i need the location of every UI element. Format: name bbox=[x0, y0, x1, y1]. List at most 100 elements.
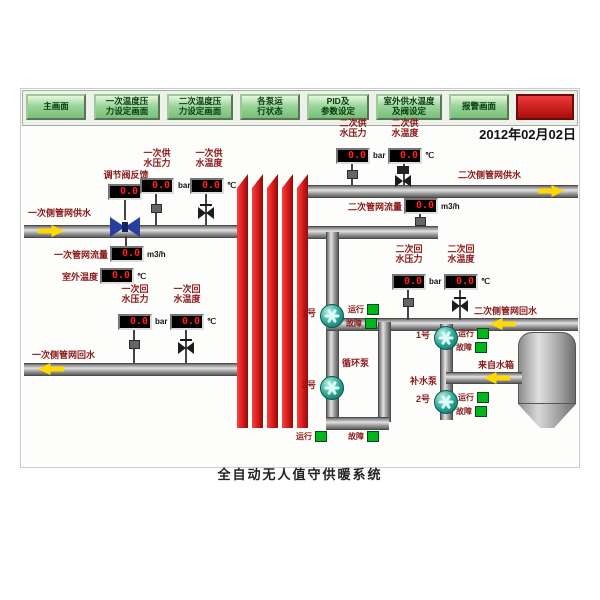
manual-valve-icon bbox=[452, 300, 468, 312]
toolbar-button-primary-settings[interactable]: 一次温度压 力设定画面 bbox=[94, 94, 160, 120]
heat-exchanger-plate bbox=[282, 174, 293, 428]
circulation-group-label: 循环泵 bbox=[342, 358, 370, 368]
label-primary-supply: 一次侧管网供水 bbox=[28, 208, 92, 218]
valve-feedback-display: 0.0 bbox=[108, 184, 142, 200]
pressure-sensor-icon bbox=[347, 170, 358, 179]
outdoor-temp-label: 室外温度 bbox=[62, 272, 99, 282]
primary-return-temp-label: 一次回 水温度 bbox=[173, 284, 201, 305]
manual-valve-icon bbox=[178, 342, 194, 354]
secondary-return-pressure-label: 二次回 水压力 bbox=[395, 244, 423, 265]
run-led bbox=[477, 328, 489, 339]
run-label: 运行 bbox=[458, 329, 474, 338]
water-tank-body bbox=[518, 332, 576, 404]
secondary-return-pressure-display: 0.0 bbox=[392, 274, 426, 290]
primary-return-pressure-label: 一次回 水压力 bbox=[121, 284, 149, 305]
secondary-supply-temp-label: 二次供 水温度 bbox=[391, 118, 419, 139]
heat-exchanger-plate bbox=[252, 174, 263, 428]
secondary-flow-label: 二次管网流量 bbox=[348, 202, 403, 212]
toolbar-button-main[interactable]: 主画面 bbox=[26, 94, 86, 120]
circulation-pump-1-fault-indicator: 故障 bbox=[346, 318, 377, 329]
alarm-lamp bbox=[516, 94, 574, 120]
valve-cap-icon bbox=[454, 297, 466, 299]
secondary-return-pressure-unit: bar bbox=[429, 277, 442, 286]
label-secondary-supply: 二次侧管网供水 bbox=[458, 170, 522, 180]
toolbar-button-pid-settings[interactable]: PID及 参数设定 bbox=[307, 94, 369, 120]
heat-exchanger-plate bbox=[297, 174, 308, 428]
makeup-pump-1-label: 1号 bbox=[415, 330, 430, 340]
primary-flow-display: 0.0 bbox=[110, 246, 144, 262]
fault-led bbox=[367, 431, 379, 442]
fault-led bbox=[475, 406, 487, 417]
circulation-pump-1 bbox=[320, 304, 344, 328]
primary-flow-unit: m3/h bbox=[147, 250, 166, 259]
secondary-supply-temp-unit: ℃ bbox=[425, 151, 434, 160]
motor-valve-icon bbox=[395, 175, 411, 187]
secondary-supply-pressure-label: 二次供 水压力 bbox=[339, 118, 367, 139]
heat-exchanger-plate bbox=[267, 174, 278, 428]
valve-stem bbox=[124, 200, 126, 220]
primary-supply-temp-display: 0.0 bbox=[190, 178, 224, 194]
circulation-pump-2-label: 2号 bbox=[301, 380, 316, 390]
toolbar-button-secondary-settings[interactable]: 二次温度压 力设定画面 bbox=[167, 94, 233, 120]
run-label: 运行 bbox=[458, 393, 474, 402]
motor-valve-actuator-icon bbox=[397, 166, 409, 174]
primary-return-temp-unit: ℃ bbox=[207, 317, 216, 326]
fault-label: 故障 bbox=[456, 343, 472, 352]
circulation-pump-1-run-indicator: 运行 bbox=[348, 304, 379, 315]
pressure-sensor-icon bbox=[129, 340, 140, 349]
run-led bbox=[315, 431, 327, 442]
pipe-primary-return bbox=[24, 363, 240, 376]
circulation-pump-2-run-indicator: 运行 bbox=[296, 431, 327, 442]
label-from-tank: 来自水箱 bbox=[478, 360, 515, 370]
secondary-return-temp-unit: ℃ bbox=[481, 277, 490, 286]
fault-label: 故障 bbox=[348, 432, 364, 441]
secondary-supply-temp-display: 0.0 bbox=[388, 148, 422, 164]
makeup-pump-1-fault-indicator: 故障 bbox=[456, 342, 487, 353]
fault-led bbox=[475, 342, 487, 353]
primary-supply-temp-label: 一次供 水温度 bbox=[195, 148, 223, 169]
toolbar-button-outdoor-settings[interactable]: 室外供水温度 及阀设定 bbox=[376, 94, 442, 120]
makeup-pump-2-run-indicator: 运行 bbox=[458, 392, 489, 403]
pipe-secondary-supply bbox=[308, 185, 578, 198]
flow-sensor-icon bbox=[415, 217, 426, 226]
primary-supply-pressure-label: 一次供 水压力 bbox=[143, 148, 171, 169]
fault-label: 故障 bbox=[346, 319, 362, 328]
regulating-valve-knob bbox=[122, 222, 128, 232]
pipe-secondary-inlet bbox=[308, 226, 438, 239]
pipe-loop-branch bbox=[378, 322, 391, 422]
manual-valve-icon bbox=[198, 207, 214, 219]
primary-return-pressure-unit: bar bbox=[155, 317, 168, 326]
valve-cap-icon bbox=[200, 204, 212, 206]
toolbar-button-pump-status[interactable]: 各泵运 行状态 bbox=[240, 94, 300, 120]
fault-led bbox=[365, 318, 377, 329]
outdoor-temp-display: 0.0 bbox=[100, 268, 134, 284]
toolbar-button-alarm-screen[interactable]: 报警画面 bbox=[449, 94, 509, 120]
secondary-supply-pressure-display: 0.0 bbox=[336, 148, 370, 164]
label-secondary-return: 二次侧管网回水 bbox=[474, 306, 538, 316]
primary-supply-pressure-unit: bar bbox=[178, 181, 191, 190]
sensor-stem bbox=[125, 236, 127, 248]
primary-flow-label: 一次管网流量 bbox=[54, 250, 109, 260]
makeup-pump-2 bbox=[434, 390, 458, 414]
run-led bbox=[367, 304, 379, 315]
heat-exchanger-plate bbox=[237, 174, 248, 428]
secondary-return-temp-label: 二次回 水温度 bbox=[447, 244, 475, 265]
secondary-flow-unit: m3/h bbox=[441, 202, 460, 211]
run-label: 运行 bbox=[296, 432, 312, 441]
secondary-supply-pressure-unit: bar bbox=[373, 151, 386, 160]
run-label: 运行 bbox=[348, 305, 364, 314]
circulation-pump-1-label: 1号 bbox=[301, 308, 316, 318]
makeup-group-label: 补水泵 bbox=[410, 376, 438, 386]
pressure-sensor-icon bbox=[403, 298, 414, 307]
makeup-pump-2-fault-indicator: 故障 bbox=[456, 406, 487, 417]
fault-label: 故障 bbox=[456, 407, 472, 416]
circulation-pump-2-fault-indicator: 故障 bbox=[348, 431, 379, 442]
run-led bbox=[477, 392, 489, 403]
label-primary-return: 一次侧管网回水 bbox=[32, 350, 96, 360]
date-display: 2012年02月02日 bbox=[479, 127, 576, 142]
primary-return-temp-display: 0.0 bbox=[170, 314, 204, 330]
valve-feedback-label: 调节阀反馈 bbox=[103, 170, 149, 180]
page-title: 全自动无人值守供暖系统 bbox=[217, 467, 383, 482]
makeup-pump-2-label: 2号 bbox=[415, 394, 430, 404]
